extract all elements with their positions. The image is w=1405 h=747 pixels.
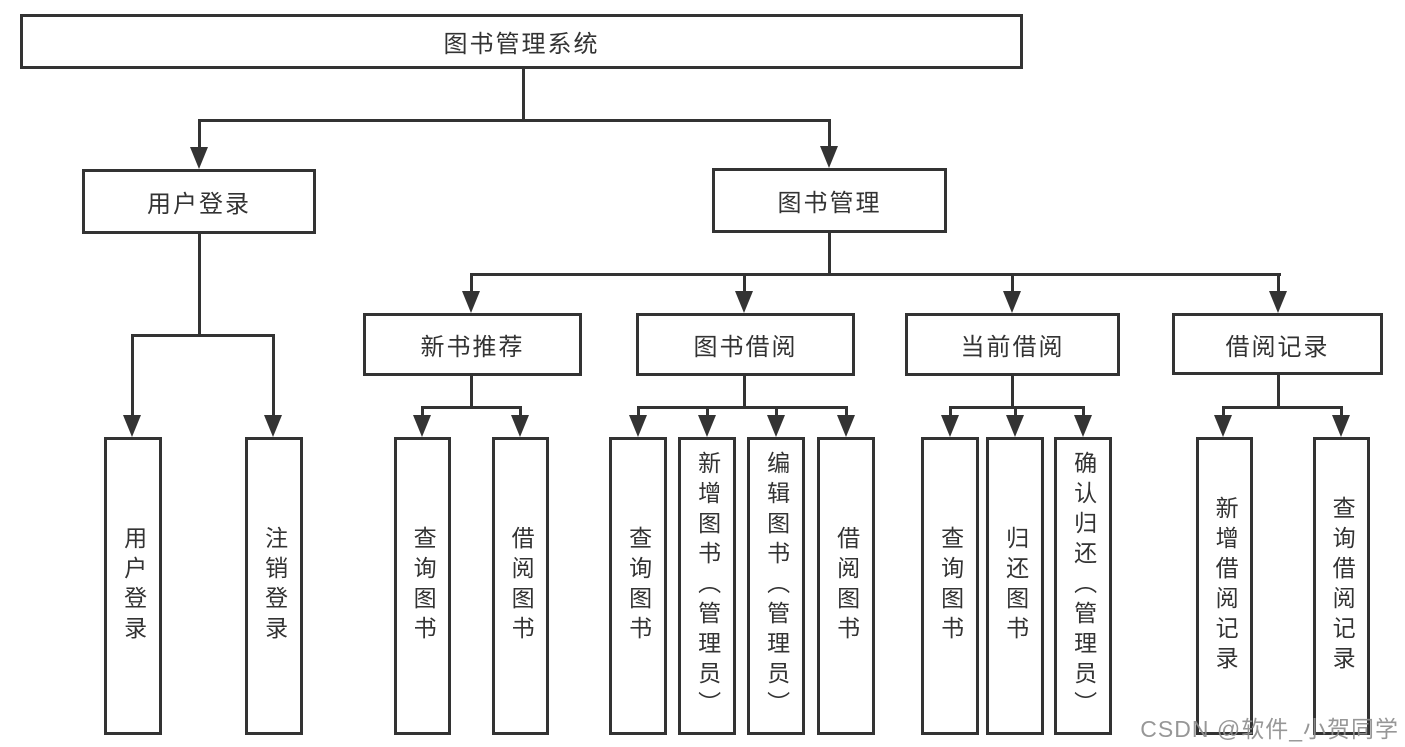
node-library-management-system: 图书管理系统 [20, 14, 1023, 69]
connector-line [949, 406, 952, 421]
connector-line [828, 119, 831, 152]
node-label: 借阅记录 [1225, 333, 1330, 361]
arrow-down-icon [413, 415, 431, 437]
leaf-label: 归还图书 [1002, 526, 1029, 646]
arrow-down-icon [820, 146, 838, 168]
leaf-label: 查询图书 [410, 526, 437, 646]
connector-line [1082, 406, 1085, 421]
leaf-user-login: 用户登录 [104, 437, 162, 735]
connector-line [519, 406, 522, 421]
leaf-edit-books-admin: 编辑图书（管理员） [747, 437, 805, 735]
leaf-borrow-books-recommend: 借阅图书 [492, 437, 549, 735]
arrow-down-icon [190, 147, 208, 169]
leaf-label: 新增图书（管理员） [694, 451, 721, 721]
arrow-down-icon [1006, 415, 1024, 437]
node-label: 图书管理系统 [443, 31, 600, 58]
arrow-down-icon [767, 415, 785, 437]
connector-line [421, 406, 522, 409]
connector-line [131, 334, 134, 421]
leaf-add-borrow-record: 新增借阅记录 [1196, 437, 1253, 735]
leaf-label: 注销登录 [261, 526, 288, 646]
leaf-add-books-admin: 新增图书（管理员） [678, 437, 736, 735]
arrow-down-icon [1074, 415, 1092, 437]
arrow-down-icon [123, 415, 141, 437]
arrow-down-icon [1332, 415, 1350, 437]
leaf-query-books-current: 查询图书 [921, 437, 979, 735]
node-label: 当前借阅 [960, 334, 1065, 361]
csdn-watermark: CSDN @软件_小贺同学 [1140, 716, 1399, 742]
connector-line [272, 334, 275, 421]
node-user-login: 用户登录 [82, 169, 316, 234]
leaf-label: 查询借阅记录 [1329, 496, 1356, 676]
leaf-query-books-recommend: 查询图书 [394, 437, 451, 735]
node-book-management: 图书管理 [712, 168, 947, 233]
leaf-label: 编辑图书（管理员） [763, 451, 790, 721]
leaf-query-borrow-record: 查询借阅记录 [1313, 437, 1370, 735]
connector-line [198, 234, 201, 336]
leaf-query-books-borrow: 查询图书 [609, 437, 667, 735]
node-borrowing-records: 借阅记录 [1172, 313, 1383, 375]
connector-line [706, 406, 709, 421]
arrow-down-icon [837, 415, 855, 437]
connector-line [470, 376, 473, 408]
connector-line [1340, 406, 1343, 421]
arrow-down-icon [735, 291, 753, 313]
arrow-down-icon [264, 415, 282, 437]
arrow-down-icon [1214, 415, 1232, 437]
leaf-confirm-return-admin: 确认归还（管理员） [1054, 437, 1112, 735]
arrow-down-icon [462, 291, 480, 313]
connector-line [522, 69, 525, 120]
connector-line [198, 119, 831, 122]
connector-line [131, 334, 275, 337]
arrow-down-icon [941, 415, 959, 437]
leaf-label: 新增借阅记录 [1212, 496, 1239, 676]
arrow-down-icon [1003, 291, 1021, 313]
node-label: 用户登录 [147, 191, 251, 218]
connector-line [775, 406, 778, 421]
leaf-borrow-books: 借阅图书 [817, 437, 875, 735]
arrow-down-icon [511, 415, 529, 437]
node-label: 图书管理 [777, 190, 882, 217]
leaf-label: 借阅图书 [833, 526, 860, 646]
connector-line [637, 406, 848, 409]
leaf-label: 用户登录 [120, 526, 147, 646]
connector-line [1011, 376, 1014, 408]
arrow-down-icon [1269, 291, 1287, 313]
connector-line [743, 273, 746, 297]
connector-line [470, 273, 473, 297]
node-label: 图书借阅 [693, 334, 798, 361]
node-book-borrowing: 图书借阅 [636, 313, 855, 376]
leaf-label: 借阅图书 [508, 526, 535, 646]
node-new-book-recommendation: 新书推荐 [363, 313, 582, 376]
connector-line [1222, 406, 1343, 409]
connector-line [1277, 375, 1280, 408]
node-current-borrowing: 当前借阅 [905, 313, 1120, 376]
leaf-label: 查询图书 [937, 526, 964, 646]
leaf-label: 查询图书 [625, 526, 652, 646]
leaf-logout: 注销登录 [245, 437, 303, 735]
connector-line [828, 233, 831, 275]
connector-line [421, 406, 424, 421]
connector-line [845, 406, 848, 421]
connector-line [1222, 406, 1225, 421]
node-label: 新书推荐 [420, 334, 525, 361]
connector-line [743, 376, 746, 408]
leaf-return-books: 归还图书 [986, 437, 1044, 735]
connector-line [1014, 406, 1017, 421]
arrow-down-icon [629, 415, 647, 437]
connector-line [198, 119, 201, 153]
connector-line [470, 273, 1281, 276]
connector-line [637, 406, 640, 421]
connector-line [1011, 273, 1014, 297]
leaf-label: 确认归还（管理员） [1070, 451, 1097, 721]
arrow-down-icon [698, 415, 716, 437]
connector-line [949, 406, 1085, 409]
connector-line [1277, 273, 1280, 297]
